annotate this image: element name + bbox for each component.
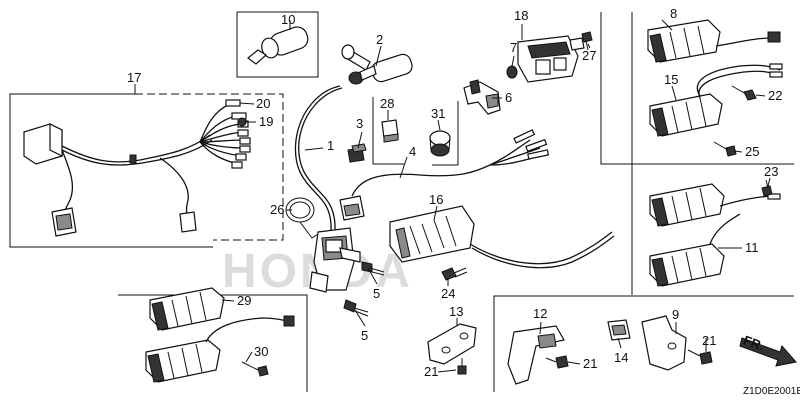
part-27-screw[interactable] — [581, 31, 593, 51]
callout-11: 11 — [745, 240, 759, 255]
callout-23: 23 — [764, 164, 778, 179]
callout-21-bracket: 21 — [583, 356, 597, 371]
callout-6: 6 — [505, 90, 512, 105]
callout-25: 25 — [745, 144, 759, 159]
callout-17: 17 — [127, 70, 141, 85]
bolt-24[interactable] — [441, 267, 468, 281]
part-30-coil[interactable] — [145, 315, 295, 383]
bolt-30[interactable] — [241, 361, 269, 377]
frame-parts-9-14 — [493, 295, 794, 392]
callout-18: 18 — [514, 8, 528, 23]
bolt-25[interactable] — [713, 141, 737, 157]
callout-31: 31 — [431, 106, 445, 121]
ignition-coil-assembly[interactable] — [309, 227, 361, 293]
callout-4: 4 — [409, 144, 416, 159]
part-15-coil[interactable] — [649, 63, 783, 137]
bolt-23[interactable] — [761, 179, 773, 197]
callout-5-upper: 5 — [373, 286, 380, 301]
part-3-grommet[interactable] — [347, 143, 367, 163]
callout-28: 28 — [380, 96, 394, 111]
callout-13: 13 — [449, 304, 463, 319]
bolt-21-bracket[interactable] — [545, 355, 569, 369]
part-28-cap[interactable] — [381, 119, 399, 143]
callout-14: 14 — [614, 350, 628, 365]
callout-20: 20 — [256, 96, 270, 111]
callout-26: 26 — [270, 202, 284, 217]
callout-22: 22 — [768, 88, 782, 103]
bolt-21-plate[interactable] — [457, 358, 467, 375]
callout-9: 9 — [672, 307, 679, 322]
fr-label: FR. — [741, 332, 766, 353]
part-10-spark-plug-cap[interactable] — [247, 24, 311, 65]
part-8-coil[interactable] — [647, 19, 781, 63]
callout-30: 30 — [254, 344, 268, 359]
part-14-grommet[interactable] — [607, 319, 631, 341]
callout-15: 15 — [664, 72, 678, 87]
part-11-23-coil-upper[interactable] — [649, 183, 781, 227]
leader-lines — [134, 19, 771, 373]
callout-10: 10 — [281, 12, 295, 27]
part-9-cover[interactable] — [641, 315, 687, 371]
part-16-exciter-coil[interactable] — [389, 205, 615, 269]
part-26-wire-clip[interactable] — [285, 197, 319, 239]
part-19-connector-clip[interactable] — [237, 117, 247, 127]
part-4-wire-harness[interactable] — [339, 129, 550, 221]
callout-2: 2 — [376, 32, 383, 47]
callout-7: 7 — [510, 40, 517, 55]
part-11-coil-lower[interactable] — [649, 213, 741, 287]
frame-part-10 — [236, 11, 319, 78]
part-12-bracket[interactable] — [507, 325, 565, 385]
frame-part-17-dashed — [135, 93, 284, 241]
bolt-5-lower[interactable] — [343, 299, 369, 317]
bolt-21-cover[interactable] — [687, 349, 713, 365]
callout-16: 16 — [429, 192, 443, 207]
callout-12: 12 — [533, 306, 547, 321]
frame-part-31 — [432, 101, 459, 166]
callout-24: 24 — [441, 286, 455, 301]
callout-3: 3 — [356, 116, 363, 131]
callout-8: 8 — [670, 6, 677, 21]
bolt-5-upper[interactable] — [361, 261, 385, 276]
frame-part-28 — [372, 97, 404, 165]
part-29-coil[interactable] — [149, 287, 225, 331]
callout-1: 1 — [327, 138, 334, 153]
diagram-code: Z1D0E2001E — [743, 386, 800, 397]
callout-5-lower: 5 — [361, 328, 368, 343]
front-direction-arrow: FR. — [739, 332, 797, 367]
part-1-cable-outline — [298, 87, 343, 241]
part-31-clamp[interactable] — [429, 130, 451, 157]
part-6-clip[interactable] — [463, 79, 501, 115]
part-7-grommet[interactable] — [506, 65, 518, 79]
part-17-main-harness[interactable] — [23, 99, 251, 237]
callout-27: 27 — [582, 48, 596, 63]
bolt-22[interactable] — [731, 85, 757, 101]
callout-29: 29 — [237, 293, 251, 308]
frame-part-17 — [9, 93, 213, 248]
part-18-connector[interactable] — [517, 35, 585, 83]
callout-19: 19 — [259, 114, 273, 129]
part-13-plate[interactable] — [427, 323, 477, 365]
part-1-cable[interactable] — [294, 85, 341, 241]
part-2-plug-cap[interactable] — [341, 44, 414, 85]
callout-21-plate: 21 — [424, 364, 438, 379]
frame-parts-8-15 — [600, 12, 632, 165]
callout-21-cover: 21 — [702, 333, 716, 348]
